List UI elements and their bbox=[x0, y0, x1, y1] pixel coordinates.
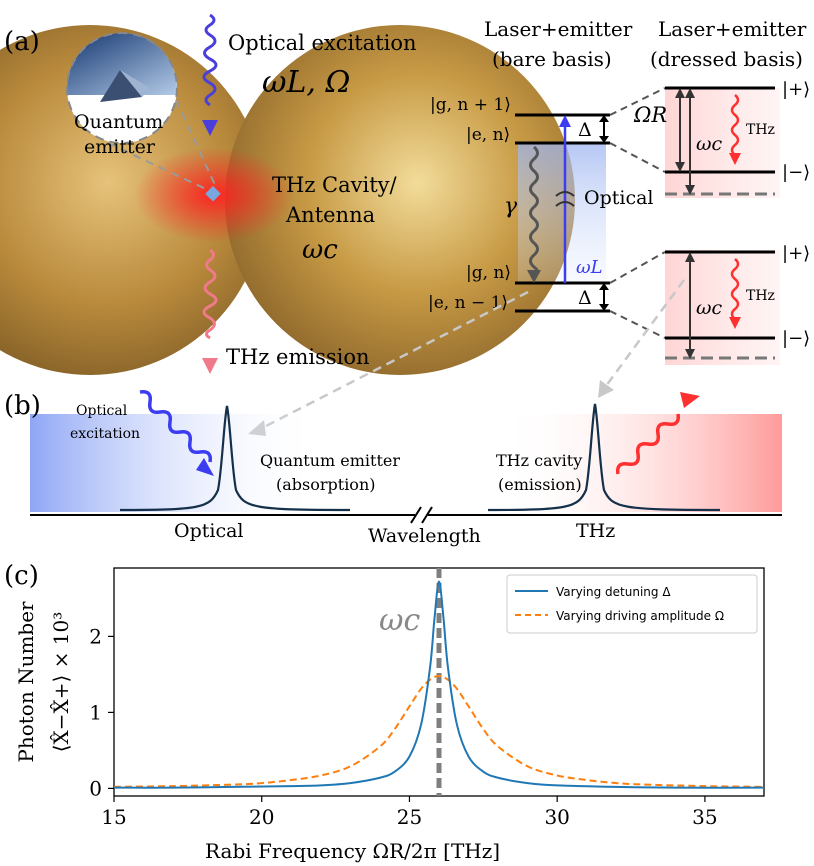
quantum-emitter-label-2: emitter bbox=[84, 136, 156, 158]
panel-a-illustration: (a) Optical excitation ωL, Ω Quantum emi… bbox=[0, 13, 575, 375]
dressed-band-upper bbox=[665, 88, 780, 198]
optical-excitation-wave-b bbox=[139, 389, 213, 463]
dressed-minus-upper-label: |−⟩ bbox=[782, 162, 810, 183]
gold-sphere-right bbox=[225, 25, 575, 375]
thz-lower-label: THz bbox=[746, 288, 775, 304]
b-quantum-emitter-2: (absorption) bbox=[276, 475, 375, 494]
quantum-emitter-label-1: Quantum bbox=[74, 111, 163, 133]
omega-c-upper-label: ωc bbox=[696, 133, 722, 155]
b-thz-cavity-2: (emission) bbox=[498, 475, 582, 494]
thz-emission-wave bbox=[202, 248, 218, 340]
delta-upper: Δ bbox=[578, 119, 592, 141]
emitter-marker bbox=[205, 185, 221, 202]
omega-c-lower-label: ωc bbox=[696, 297, 722, 319]
emission-peak bbox=[487, 403, 721, 512]
y-tick-label: 0 bbox=[89, 776, 102, 800]
optical-gradient-band bbox=[30, 414, 320, 512]
y-tick-label: 1 bbox=[89, 700, 102, 724]
x-tick-label: 35 bbox=[692, 805, 717, 829]
b-quantum-emitter-1: Quantum emitter bbox=[260, 451, 400, 470]
panel-c-label: (c) bbox=[4, 561, 39, 591]
panel-b: (b) Optical excitation Quantum emitter (… bbox=[4, 389, 782, 547]
optical-excitation-wave bbox=[202, 13, 218, 107]
dressed-minus-lower-label: |−⟩ bbox=[782, 328, 810, 349]
absorption-peak bbox=[119, 405, 351, 512]
series-detuning-line bbox=[113, 580, 765, 789]
b-optical-excitation-2: excitation bbox=[70, 426, 140, 442]
gold-sphere-left bbox=[0, 25, 265, 375]
optical-band bbox=[518, 143, 606, 283]
b-thz-cavity-1: THz cavity bbox=[496, 451, 582, 470]
axis-optical-label: Optical bbox=[174, 520, 244, 542]
bare-title-1: Laser+emitter bbox=[484, 17, 633, 41]
legend: Varying detuning Δ Varying driving ampli… bbox=[506, 574, 758, 634]
legend-label-detuning: Varying detuning Δ bbox=[556, 585, 671, 599]
x-tick-label: 30 bbox=[544, 805, 569, 829]
dressed-plus-upper-label: |+⟩ bbox=[782, 79, 810, 100]
x-tick-label: 15 bbox=[101, 805, 126, 829]
bare-title-2: (bare basis) bbox=[492, 47, 612, 71]
omega-l-omega-label: ωL, Ω bbox=[262, 65, 350, 100]
photon-number-chart: (c) 15 20 25 30 35 0 1 2 ωc Varying detuning Δ … bbox=[4, 561, 765, 863]
gamma-label: γ bbox=[504, 194, 518, 219]
y-axis-label-2: ⟨X̂−X̂+⟩ × 10³ bbox=[49, 612, 73, 753]
panel-b-label: (b) bbox=[4, 391, 41, 421]
legend-label-amplitude: Varying driving amplitude Ω bbox=[556, 609, 724, 623]
panel-a-label: (a) bbox=[4, 27, 40, 57]
optical-excitation-arrowhead bbox=[202, 120, 218, 136]
b-optical-excitation-1: Optical bbox=[76, 403, 128, 419]
thz-cavity-label-1: THz Cavity/ bbox=[272, 173, 398, 197]
omega-c-label: ωc bbox=[302, 235, 338, 265]
thz-gradient-band bbox=[500, 414, 782, 512]
energy-level-diagram: Laser+emitter (bare basis) Laser+emitter… bbox=[248, 17, 810, 436]
label-e-n-minus-1: |e, n − 1⟩ bbox=[428, 293, 508, 313]
omega-c-annotation: ωc bbox=[379, 603, 420, 638]
x-tick-label: 25 bbox=[397, 805, 422, 829]
optical-transition-label: Optical bbox=[584, 187, 654, 209]
gamma-decay-wave bbox=[529, 145, 539, 279]
thz-emission-arrowhead bbox=[202, 358, 218, 374]
delta-lower: Δ bbox=[578, 287, 592, 309]
label-e-n: |e, n⟩ bbox=[466, 125, 510, 145]
omega-l-transition-label: ωL bbox=[576, 257, 603, 278]
dressed-title-1: Laser+emitter bbox=[658, 17, 807, 41]
series-amplitude-line bbox=[113, 674, 765, 788]
thz-emission-label: THz emission bbox=[226, 345, 370, 369]
axis-wavelength-label: Wavelength bbox=[368, 525, 481, 547]
label-g-n: |g, n⟩ bbox=[466, 263, 511, 283]
label-g-n-plus-1: |g, n + 1⟩ bbox=[430, 95, 511, 115]
thz-emission-wave-b bbox=[615, 413, 681, 475]
optical-excitation-label: Optical excitation bbox=[228, 31, 417, 55]
dressed-band-lower bbox=[665, 250, 780, 365]
axis-thz-label: THz bbox=[576, 520, 615, 542]
dressed-plus-lower-label: |+⟩ bbox=[782, 243, 810, 264]
y-axis-label-1: Photon Number bbox=[14, 601, 38, 763]
legend-box bbox=[506, 574, 758, 634]
thz-cavity-label-2: Antenna bbox=[285, 203, 375, 227]
omega-r-label: ΩR bbox=[633, 103, 667, 127]
x-axis-label: Rabi Frequency ΩR/2π [THz] bbox=[205, 839, 500, 863]
y-tick-label: 2 bbox=[89, 624, 102, 648]
x-tick-label: 20 bbox=[249, 805, 274, 829]
thz-upper-label: THz bbox=[746, 122, 775, 138]
dressed-title-2: (dressed basis) bbox=[650, 47, 803, 71]
